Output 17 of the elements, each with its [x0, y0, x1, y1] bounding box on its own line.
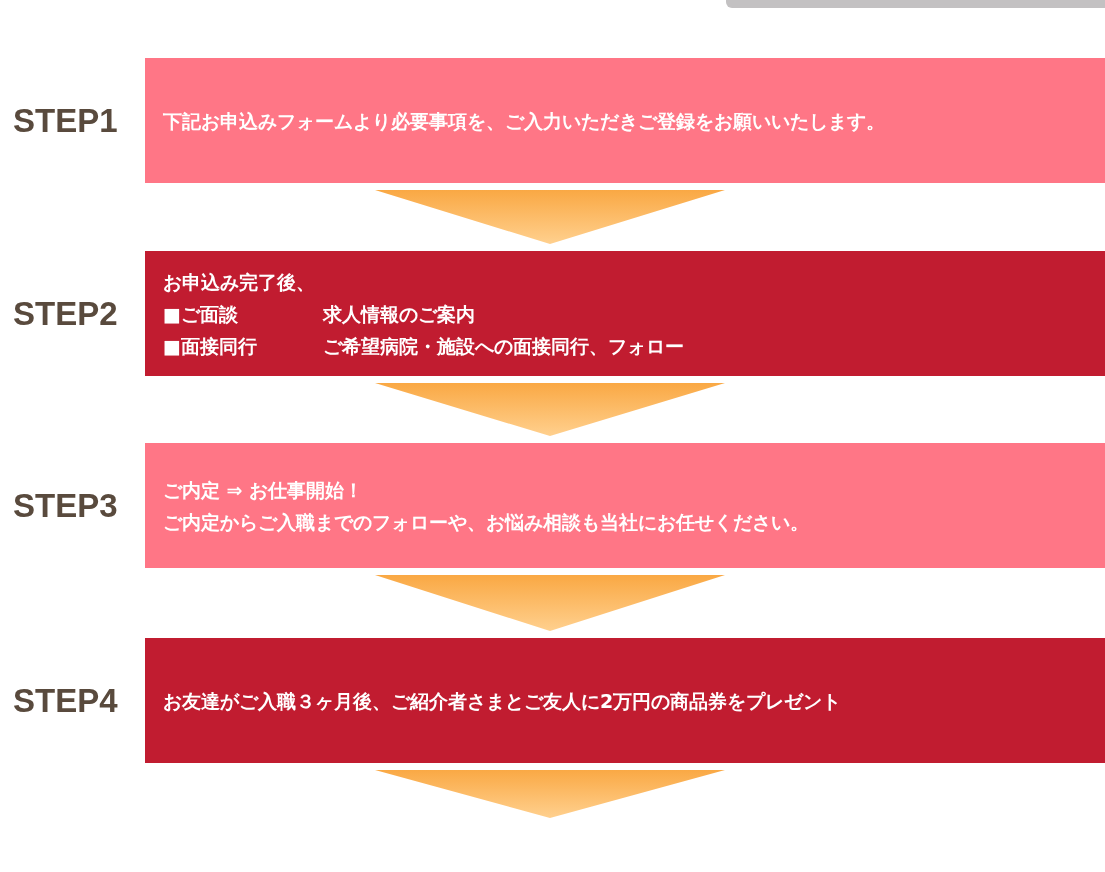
- step-label: STEP4: [13, 680, 118, 721]
- box-text: 下記お申込みフォームより必要事項を、ご入力いただきご登録をお願いいたします。: [163, 108, 886, 134]
- box-text: 求人情報のご案内: [323, 301, 476, 327]
- box-text: ■ご面談: [163, 301, 239, 327]
- box-text: ■面接同行: [163, 333, 258, 359]
- step-box: [145, 58, 1105, 183]
- step-box: [145, 638, 1105, 763]
- step-box: [145, 443, 1105, 568]
- step-label: STEP2: [13, 293, 118, 334]
- box-text: ご内定からご入職までのフォローや、お悩み相談も当社にお任せください。: [163, 509, 810, 535]
- step-label: STEP1: [13, 100, 118, 141]
- box-text: ご希望病院・施設への面接同行、フォロー: [323, 333, 685, 359]
- step-label: STEP3: [13, 485, 118, 526]
- box-text: お申込み完了後、: [163, 269, 316, 295]
- box-text: お友達がご入職３ヶ月後、ご紹介者さまとご友人に2万円の商品券をプレゼント: [163, 688, 843, 714]
- step-box: [145, 251, 1105, 376]
- box-text: ご内定 ⇒ お仕事開始！: [163, 477, 365, 503]
